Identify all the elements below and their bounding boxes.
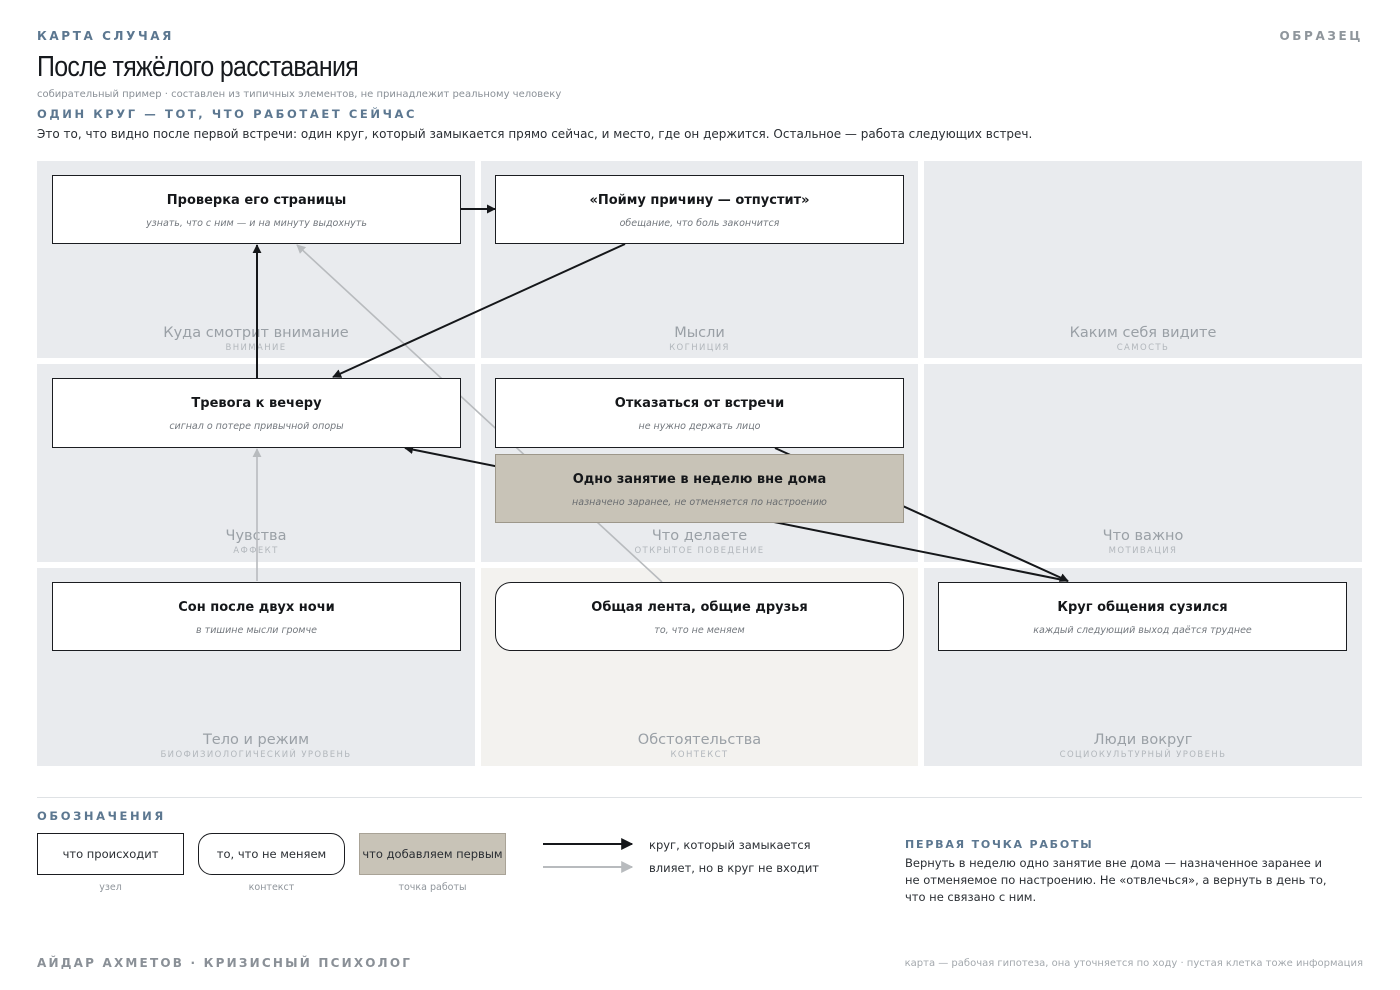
legend-title: ОБОЗНАЧЕНИЯ xyxy=(37,809,166,823)
node-understand-reason[interactable]: «Пойму причину — отпустит» обещание, что… xyxy=(495,175,904,244)
first-point-line: не отменяемое по настроению. Не «отвлечь… xyxy=(905,873,1327,887)
section-label: ОДИН КРУГ — ТОТ, ЧТО РАБОТАЕТ СЕЙЧАС xyxy=(37,107,418,121)
divider xyxy=(37,797,1362,798)
cell-motivation: Что важно МОТИВАЦИЯ xyxy=(924,364,1362,562)
legend-arrows xyxy=(543,838,634,873)
node-description: каждый следующий выход даётся труднее xyxy=(1033,625,1252,636)
first-point-line: что не связано с ним. xyxy=(905,890,1037,904)
sample-badge: ОБРАЗЕЦ xyxy=(1279,29,1363,43)
legend-context-box: то, что не меняем xyxy=(198,833,345,875)
node-social-circle[interactable]: Круг общения сузился каждый следующий вы… xyxy=(938,582,1347,651)
legend-node-caption: узел xyxy=(99,882,122,893)
legend-loop-label: круг, который замыкается xyxy=(649,838,811,852)
node-title: Отказаться от встречи xyxy=(614,396,785,411)
cell-label: Обстоятельства xyxy=(637,732,762,748)
node-title: Общая лента, общие друзья xyxy=(591,600,808,615)
cell-self: Каким себя видите САМОСТЬ xyxy=(924,161,1362,358)
first-point-title: ПЕРВАЯ ТОЧКА РАБОТЫ xyxy=(905,838,1094,851)
cell-label: Тело и режим xyxy=(202,732,310,748)
cell-label: Что важно xyxy=(1102,528,1184,544)
cell-sublabel: КОНТЕКСТ xyxy=(670,750,729,760)
cell-label: Мысли xyxy=(674,325,725,341)
cell-label: Что делаете xyxy=(651,528,748,544)
node-description: сигнал о потере привычной опоры xyxy=(169,421,344,432)
legend-influence-label: влияет, но в круг не входит xyxy=(649,861,819,875)
cell-sublabel: МОТИВАЦИЯ xyxy=(1108,546,1178,556)
node-description: не нужно держать лицо xyxy=(638,421,761,432)
cell-label: Каким себя видите xyxy=(1069,325,1217,341)
node-description: узнать, что с ним — и на минуту выдохнут… xyxy=(146,218,367,229)
node-refuse-meeting[interactable]: Отказаться от встречи не нужно держать л… xyxy=(495,378,904,448)
cell-sublabel: КОГНИЦИЯ xyxy=(669,343,730,353)
legend-node-box: что происходит xyxy=(37,833,184,875)
legend-focus-caption: точка работы xyxy=(398,882,467,893)
cell-sublabel: БИОФИЗИОЛОГИЧЕСКИЙ УРОВЕНЬ xyxy=(160,750,352,760)
loop-arrow-reason-to-anxiety xyxy=(332,243,626,378)
footer-author: АЙДАР АХМЕТОВ · КРИЗИСНЫЙ ПСИХОЛОГ xyxy=(37,956,413,970)
node-title: Одно занятие в неделю вне дома xyxy=(572,472,827,487)
node-title: Сон после двух ночи xyxy=(178,600,335,615)
influence-arrow-feed-to-check xyxy=(296,244,663,583)
cell-sublabel: САМОСТЬ xyxy=(1116,343,1170,353)
cell-sublabel: СОЦИОКУЛЬТУРНЫЙ УРОВЕНЬ xyxy=(1059,750,1227,760)
intro-text: Это то, что видно после первой встречи: … xyxy=(37,127,1033,141)
cell-sublabel: АФФЕКТ xyxy=(233,546,279,556)
node-title: Тревога к вечеру xyxy=(191,396,322,411)
node-description: назначено заранее, не отменяется по наст… xyxy=(572,497,827,508)
node-title: «Пойму причину — отпустит» xyxy=(589,193,810,208)
cell-sublabel: ВНИМАНИЕ xyxy=(37,343,475,353)
node-shared-feed[interactable]: Общая лента, общие друзья то, что не мен… xyxy=(495,582,904,651)
node-sleep[interactable]: Сон после двух ночи в тишине мысли громч… xyxy=(52,582,461,651)
node-check-page[interactable]: Проверка его страницы узнать, что с ним … xyxy=(52,175,461,244)
node-title: Проверка его страницы xyxy=(166,193,347,208)
node-evening-anxiety[interactable]: Тревога к вечеру сигнал о потере привычн… xyxy=(52,378,461,448)
node-description: то, что не меняем xyxy=(654,625,745,636)
node-weekly-activity[interactable]: Одно занятие в неделю вне дома назначено… xyxy=(495,454,904,523)
map-eyebrow: КАРТА СЛУЧАЯ xyxy=(37,29,174,43)
footer-note: карта — рабочая гипотеза, она уточняется… xyxy=(904,958,1363,969)
cell-sublabel: ОТКРЫТОЕ ПОВЕДЕНИЕ xyxy=(634,546,765,556)
first-point-line: Вернуть в неделю одно занятие вне дома —… xyxy=(905,856,1322,870)
cell-label: Люди вокруг xyxy=(1093,732,1193,748)
page-title: После тяжёлого расставания xyxy=(37,51,359,83)
legend-context-caption: контекст xyxy=(248,882,295,893)
node-description: обещание, что боль закончится xyxy=(619,218,780,229)
cell-label: Чувства xyxy=(225,528,287,544)
node-description: в тишине мысли громче xyxy=(196,625,317,636)
legend-focus-box: что добавляем первым xyxy=(359,833,506,875)
page-subnote: собирательный пример · составлен из типи… xyxy=(37,89,562,100)
node-title: Круг общения сузился xyxy=(1057,600,1228,615)
